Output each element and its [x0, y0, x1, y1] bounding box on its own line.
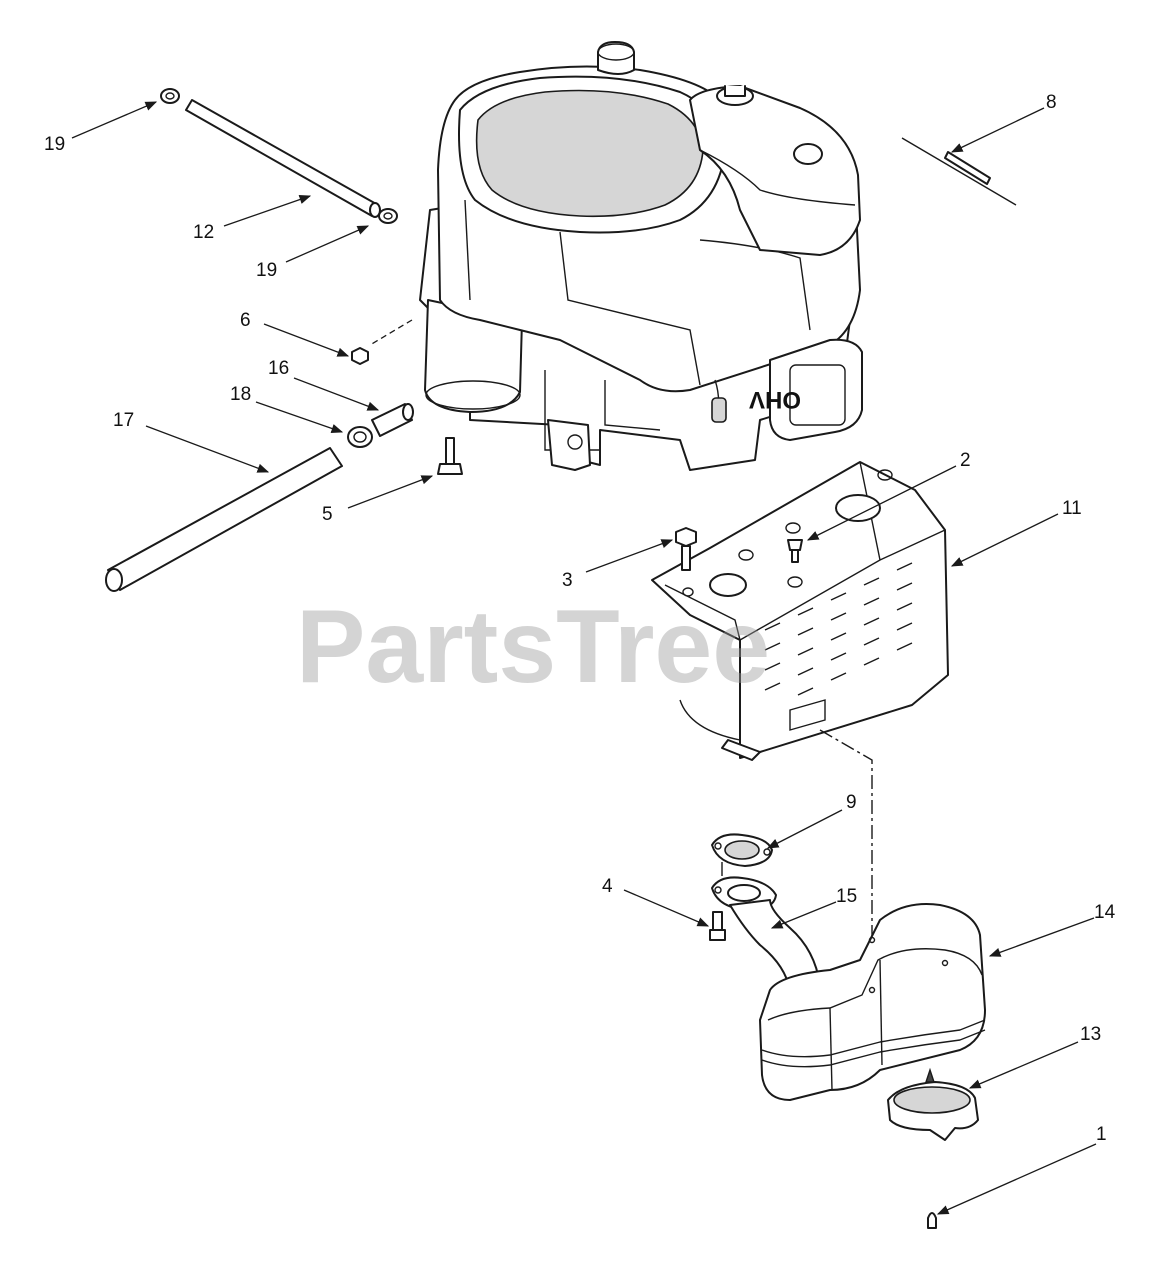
callout-13: 13: [1080, 1024, 1101, 1045]
fuel-filter-16: [371, 403, 414, 437]
exhaust-centerline: [819, 729, 873, 990]
callout-17: 17: [113, 410, 134, 431]
callout-15: 15: [836, 886, 857, 907]
callout-4: 4: [602, 876, 613, 897]
muffler-14: [729, 899, 986, 1101]
nut-6: [351, 347, 369, 365]
callout-14: 14: [1094, 902, 1116, 923]
callout-19-top: 19: [44, 134, 65, 155]
callout-2: 2: [960, 450, 971, 471]
hose-clamp-19-top: [160, 88, 180, 104]
callout-12: 12: [193, 222, 214, 243]
callout-11: 11: [1062, 498, 1082, 519]
bolt-3: [675, 527, 697, 571]
callout-labels: 19 12 19 6 16 18 17 5 8 2 11 3 9 4 15 14…: [44, 92, 1116, 1145]
callout-leaders: [71, 101, 1097, 1215]
spark-arrestor-13: [887, 1067, 979, 1141]
callout-18: 18: [230, 384, 251, 405]
callout-19-bottom: 19: [256, 260, 277, 281]
gasket-9: [711, 833, 773, 867]
bolt-4: [709, 911, 726, 941]
bolt-5: [437, 437, 463, 475]
callout-16: 16: [268, 358, 289, 379]
callout-6: 6: [240, 310, 251, 331]
hose-17: [105, 447, 343, 592]
heat-shield-11: [651, 461, 949, 761]
callout-9: 9: [846, 792, 857, 813]
callout-8: 8: [1046, 92, 1057, 113]
callout-1: 1: [1096, 1124, 1107, 1145]
watermark: PartsTree: [296, 589, 770, 705]
cable-8: [901, 137, 1017, 206]
engine-assembly: OHV: [369, 41, 863, 471]
screw-2: [787, 539, 803, 563]
clamp-18: [347, 426, 373, 448]
callout-3: 3: [562, 570, 573, 591]
hose-clamp-19-bottom: [378, 208, 398, 224]
ohv-badge: OHV: [749, 386, 801, 413]
screw-1: [927, 1212, 937, 1229]
fuel-hose-12: [185, 99, 381, 218]
callout-5: 5: [322, 504, 333, 525]
